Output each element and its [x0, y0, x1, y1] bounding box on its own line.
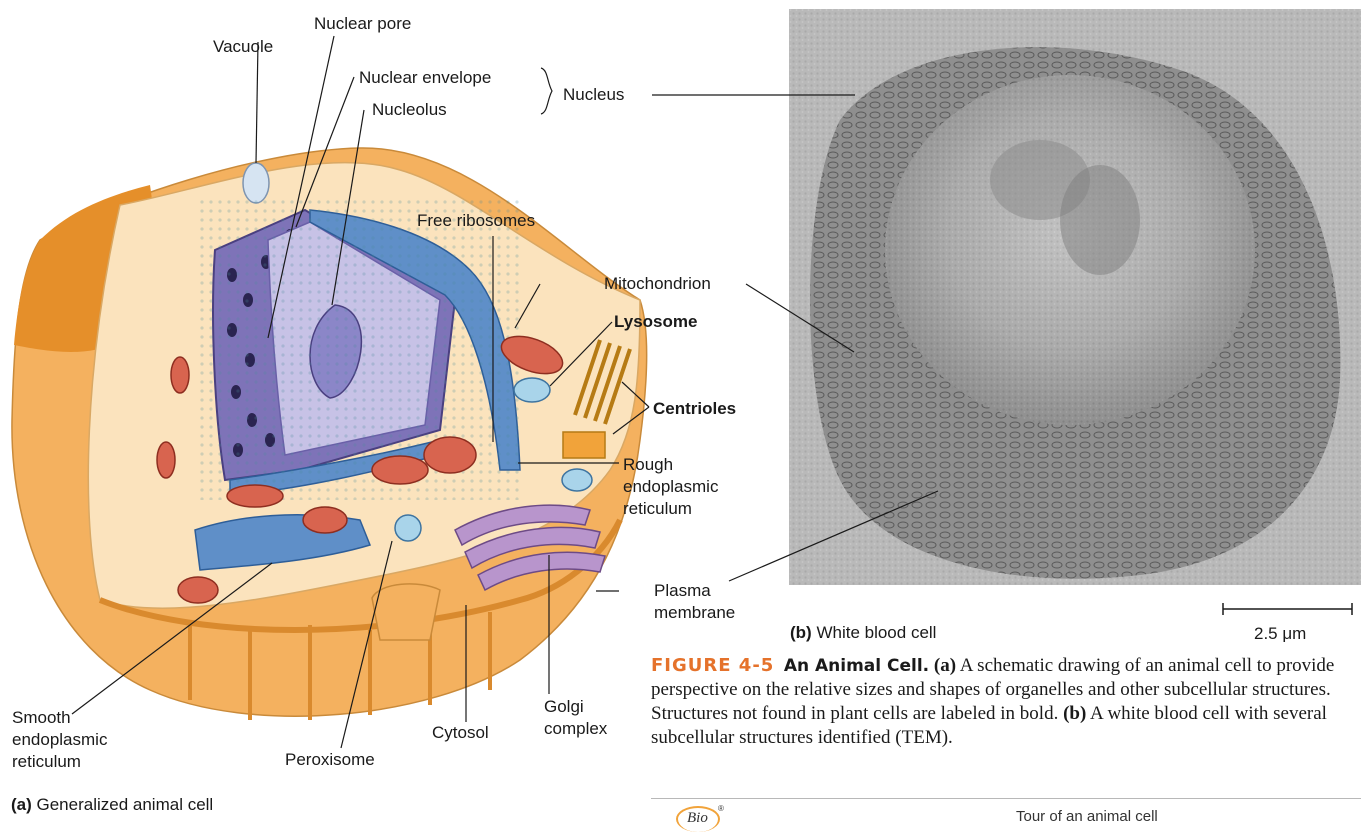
bio-logo-icon[interactable]: Bio — [676, 806, 720, 832]
panel-a-text: Generalized animal cell — [32, 795, 213, 814]
label-vacuole: Vacuole — [213, 37, 273, 57]
label-nucleus: Nucleus — [563, 85, 624, 105]
label-free-ribosomes: Free ribosomes — [417, 211, 535, 231]
scale-bar-label: 2.5 μm — [1254, 624, 1306, 644]
panel-b-caption: (b) White blood cell — [790, 623, 936, 643]
label-plasma-membrane: Plasma membrane — [654, 580, 735, 624]
panel-a-caption: (a) Generalized animal cell — [11, 795, 213, 815]
panel-b-tag: (b) — [790, 623, 812, 642]
label-nuclear-pore: Nuclear pore — [314, 14, 411, 34]
figure-title: An Animal Cell. — [784, 656, 929, 676]
label-golgi-complex: Golgi complex — [544, 696, 607, 740]
figure-number: FIGURE 4-5 — [651, 655, 774, 676]
label-rough-er: Rough endoplasmic reticulum — [623, 454, 718, 520]
label-cytosol: Cytosol — [432, 723, 489, 743]
label-peroxisome: Peroxisome — [285, 750, 375, 770]
bio-logo-mark: ® — [718, 804, 724, 813]
caption-tag-a: (a) — [934, 655, 956, 676]
label-centrioles: Centrioles — [653, 399, 736, 419]
footer-divider — [651, 798, 1361, 799]
tem-micrograph — [789, 9, 1361, 585]
label-lysosome: Lysosome — [614, 312, 697, 332]
label-nuclear-envelope: Nuclear envelope — [359, 68, 491, 88]
panel-a-tag: (a) — [11, 795, 32, 814]
label-mitochondrion: Mitochondrion — [604, 274, 711, 294]
lysosome-shape — [514, 378, 550, 402]
bio-logo-text: Bio — [687, 810, 708, 827]
label-smooth-er: Smooth endoplasmic reticulum — [12, 707, 107, 773]
vacuole-shape — [243, 163, 269, 203]
animal-cell-drawing — [12, 148, 647, 720]
footer-link-text[interactable]: Tour of an animal cell — [1016, 808, 1158, 825]
cytosol-vesicle — [372, 584, 440, 640]
peroxisome-shape — [395, 515, 421, 541]
figure-caption: FIGURE 4-5 An Animal Cell. (a) A schemat… — [651, 654, 1351, 750]
panel-b-text: White blood cell — [812, 623, 937, 642]
label-nucleolus: Nucleolus — [372, 100, 447, 120]
caption-tag-b: (b) — [1063, 703, 1086, 724]
